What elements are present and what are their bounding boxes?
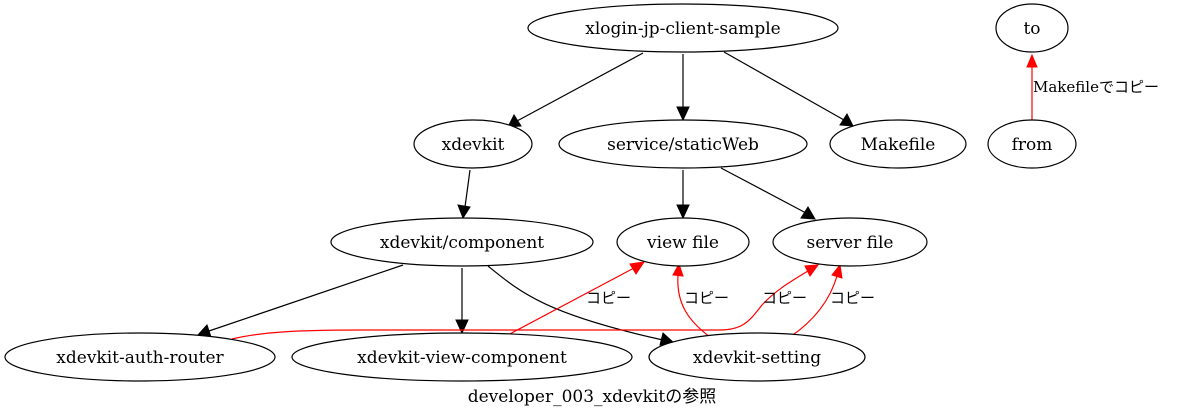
diagram-caption: developer_003_xdevkitの参照 [468, 387, 717, 407]
edge-setting-to-serverfile [789, 275, 838, 338]
edge-from-to-to-arrowhead [1026, 53, 1038, 68]
node-xdevkit-component: xdevkit/component [330, 217, 594, 267]
node-server-file: server file [772, 217, 928, 267]
edge-viewcomponent-to-viewfile-arrowhead [629, 261, 646, 275]
edge-staticweb-to-viewfile-arrowhead [676, 204, 690, 220]
node-label: view file [646, 233, 719, 253]
node-label: to [1023, 19, 1040, 39]
node-to: to [995, 3, 1069, 53]
node-label: xlogin-jp-client-sample [585, 19, 781, 39]
edge-label-copy-viewcomponent: コピー [586, 289, 631, 307]
edge-xdevkit-to-component [464, 169, 471, 208]
edge-setting-to-viewfile-arrowhead [672, 262, 684, 277]
node-label: server file [807, 233, 894, 253]
edge-xlogin-to-makefile-arrowhead [839, 112, 854, 127]
edge-staticweb-to-serverfile [720, 167, 807, 214]
node-xlogin-jp-client-sample: xlogin-jp-client-sample [527, 3, 839, 53]
edge-component-to-setting [487, 265, 664, 341]
edge-authrouter-to-serverfile-arrowhead [804, 264, 820, 277]
node-label: service/staticWeb [607, 135, 759, 155]
edge-label-copy-setting-viewfile: コピー [684, 289, 729, 307]
node-service-staticweb: service/staticWeb [558, 119, 808, 169]
node-label: Makefile [861, 135, 936, 155]
node-view-file: view file [616, 217, 750, 267]
structure-edges [197, 51, 854, 346]
edge-component-to-viewcomponent-arrowhead [455, 319, 469, 335]
edge-setting-to-serverfile-arrowhead [831, 263, 843, 279]
node-label: xdevkit-view-component [357, 348, 567, 368]
node-label: from [1012, 135, 1053, 155]
node-label: xdevkit/component [380, 233, 544, 253]
node-xdevkit-setting: xdevkit-setting [648, 332, 866, 382]
edge-xdevkit-to-component-arrowhead [457, 204, 471, 220]
edge-label-makefile-copy: Makefileでコピー [1033, 78, 1159, 96]
node-xdevkit-view-component: xdevkit-view-component [291, 332, 633, 382]
node-xdevkit-auth-router: xdevkit-auth-router [4, 332, 276, 382]
node-label: xdevkit-auth-router [56, 348, 224, 368]
node-makefile: Makefile [829, 119, 967, 169]
edge-label-copy-setting-serverfile: コピー [830, 289, 875, 307]
node-xdevkit: xdevkit [413, 119, 533, 169]
copy-edges [231, 53, 1038, 340]
edge-staticweb-to-serverfile-arrowhead [800, 206, 816, 220]
edge-component-to-authrouter [208, 264, 404, 332]
edge-xlogin-to-xdevkit [516, 52, 644, 122]
edge-xlogin-to-staticweb-arrowhead [676, 106, 690, 122]
edge-xlogin-to-makefile [723, 51, 845, 121]
node-label: xdevkit-setting [693, 348, 821, 368]
edge-authrouter-to-serverfile [231, 270, 809, 340]
nodes: xlogin-jp-client-sample to xdevkit servi… [4, 3, 1077, 382]
edge-viewcomponent-to-viewfile [505, 267, 635, 337]
node-label: xdevkit [442, 135, 505, 155]
edge-setting-to-viewfile [677, 274, 711, 338]
edge-labels: Makefileでコピー コピー コピー コピー コピー [586, 78, 1159, 307]
node-from: from [987, 119, 1077, 169]
edge-label-copy-authrouter: コピー [762, 289, 807, 307]
